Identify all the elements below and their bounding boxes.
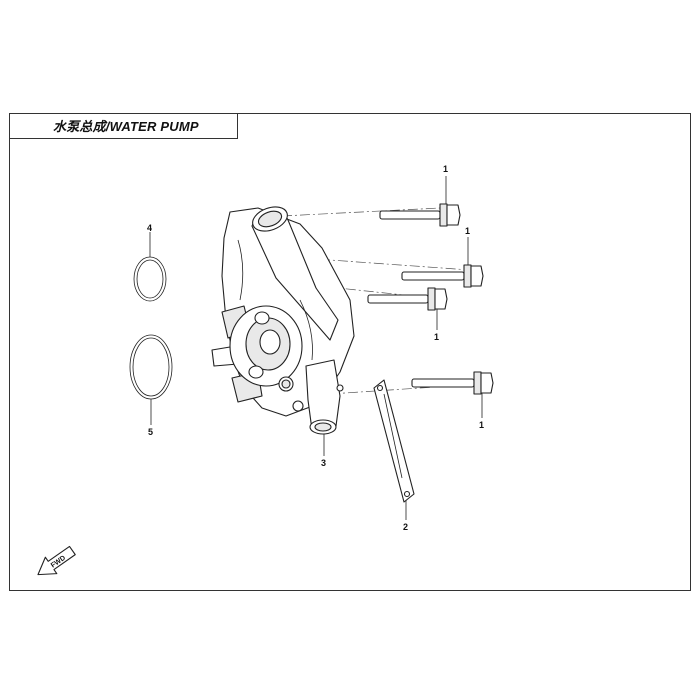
water-pump-housing[interactable] xyxy=(211,203,355,435)
leader-lines xyxy=(149,176,483,520)
page-title: 水泵总成/WATER PUMP xyxy=(53,119,199,134)
bolt-upper-right[interactable] xyxy=(401,264,484,288)
o-ring-small[interactable] xyxy=(133,256,167,302)
title-box: 水泵总成/WATER PUMP xyxy=(9,113,238,139)
diagram-frame xyxy=(9,113,691,591)
fwd-label: FWD xyxy=(50,555,67,570)
callout-o-ring-small: 4 xyxy=(147,223,152,233)
gasket-strip[interactable] xyxy=(373,379,415,503)
fwd-arrow-icon: FWD xyxy=(37,545,76,576)
callout-bolt-middle: 1 xyxy=(434,332,439,342)
callout-bolt-upper-right: 1 xyxy=(465,226,470,236)
o-ring-large[interactable] xyxy=(129,334,173,400)
callout-gasket-strip: 2 xyxy=(403,522,408,532)
callout-o-ring-large: 5 xyxy=(148,427,153,437)
callout-bolt-top: 1 xyxy=(443,164,448,174)
bolt-top[interactable] xyxy=(379,203,461,227)
bolt-middle[interactable] xyxy=(367,287,448,311)
bolt-lower-right[interactable] xyxy=(411,371,494,395)
callout-pump-housing: 3 xyxy=(321,458,326,468)
callout-bolt-lower-right: 1 xyxy=(479,420,484,430)
